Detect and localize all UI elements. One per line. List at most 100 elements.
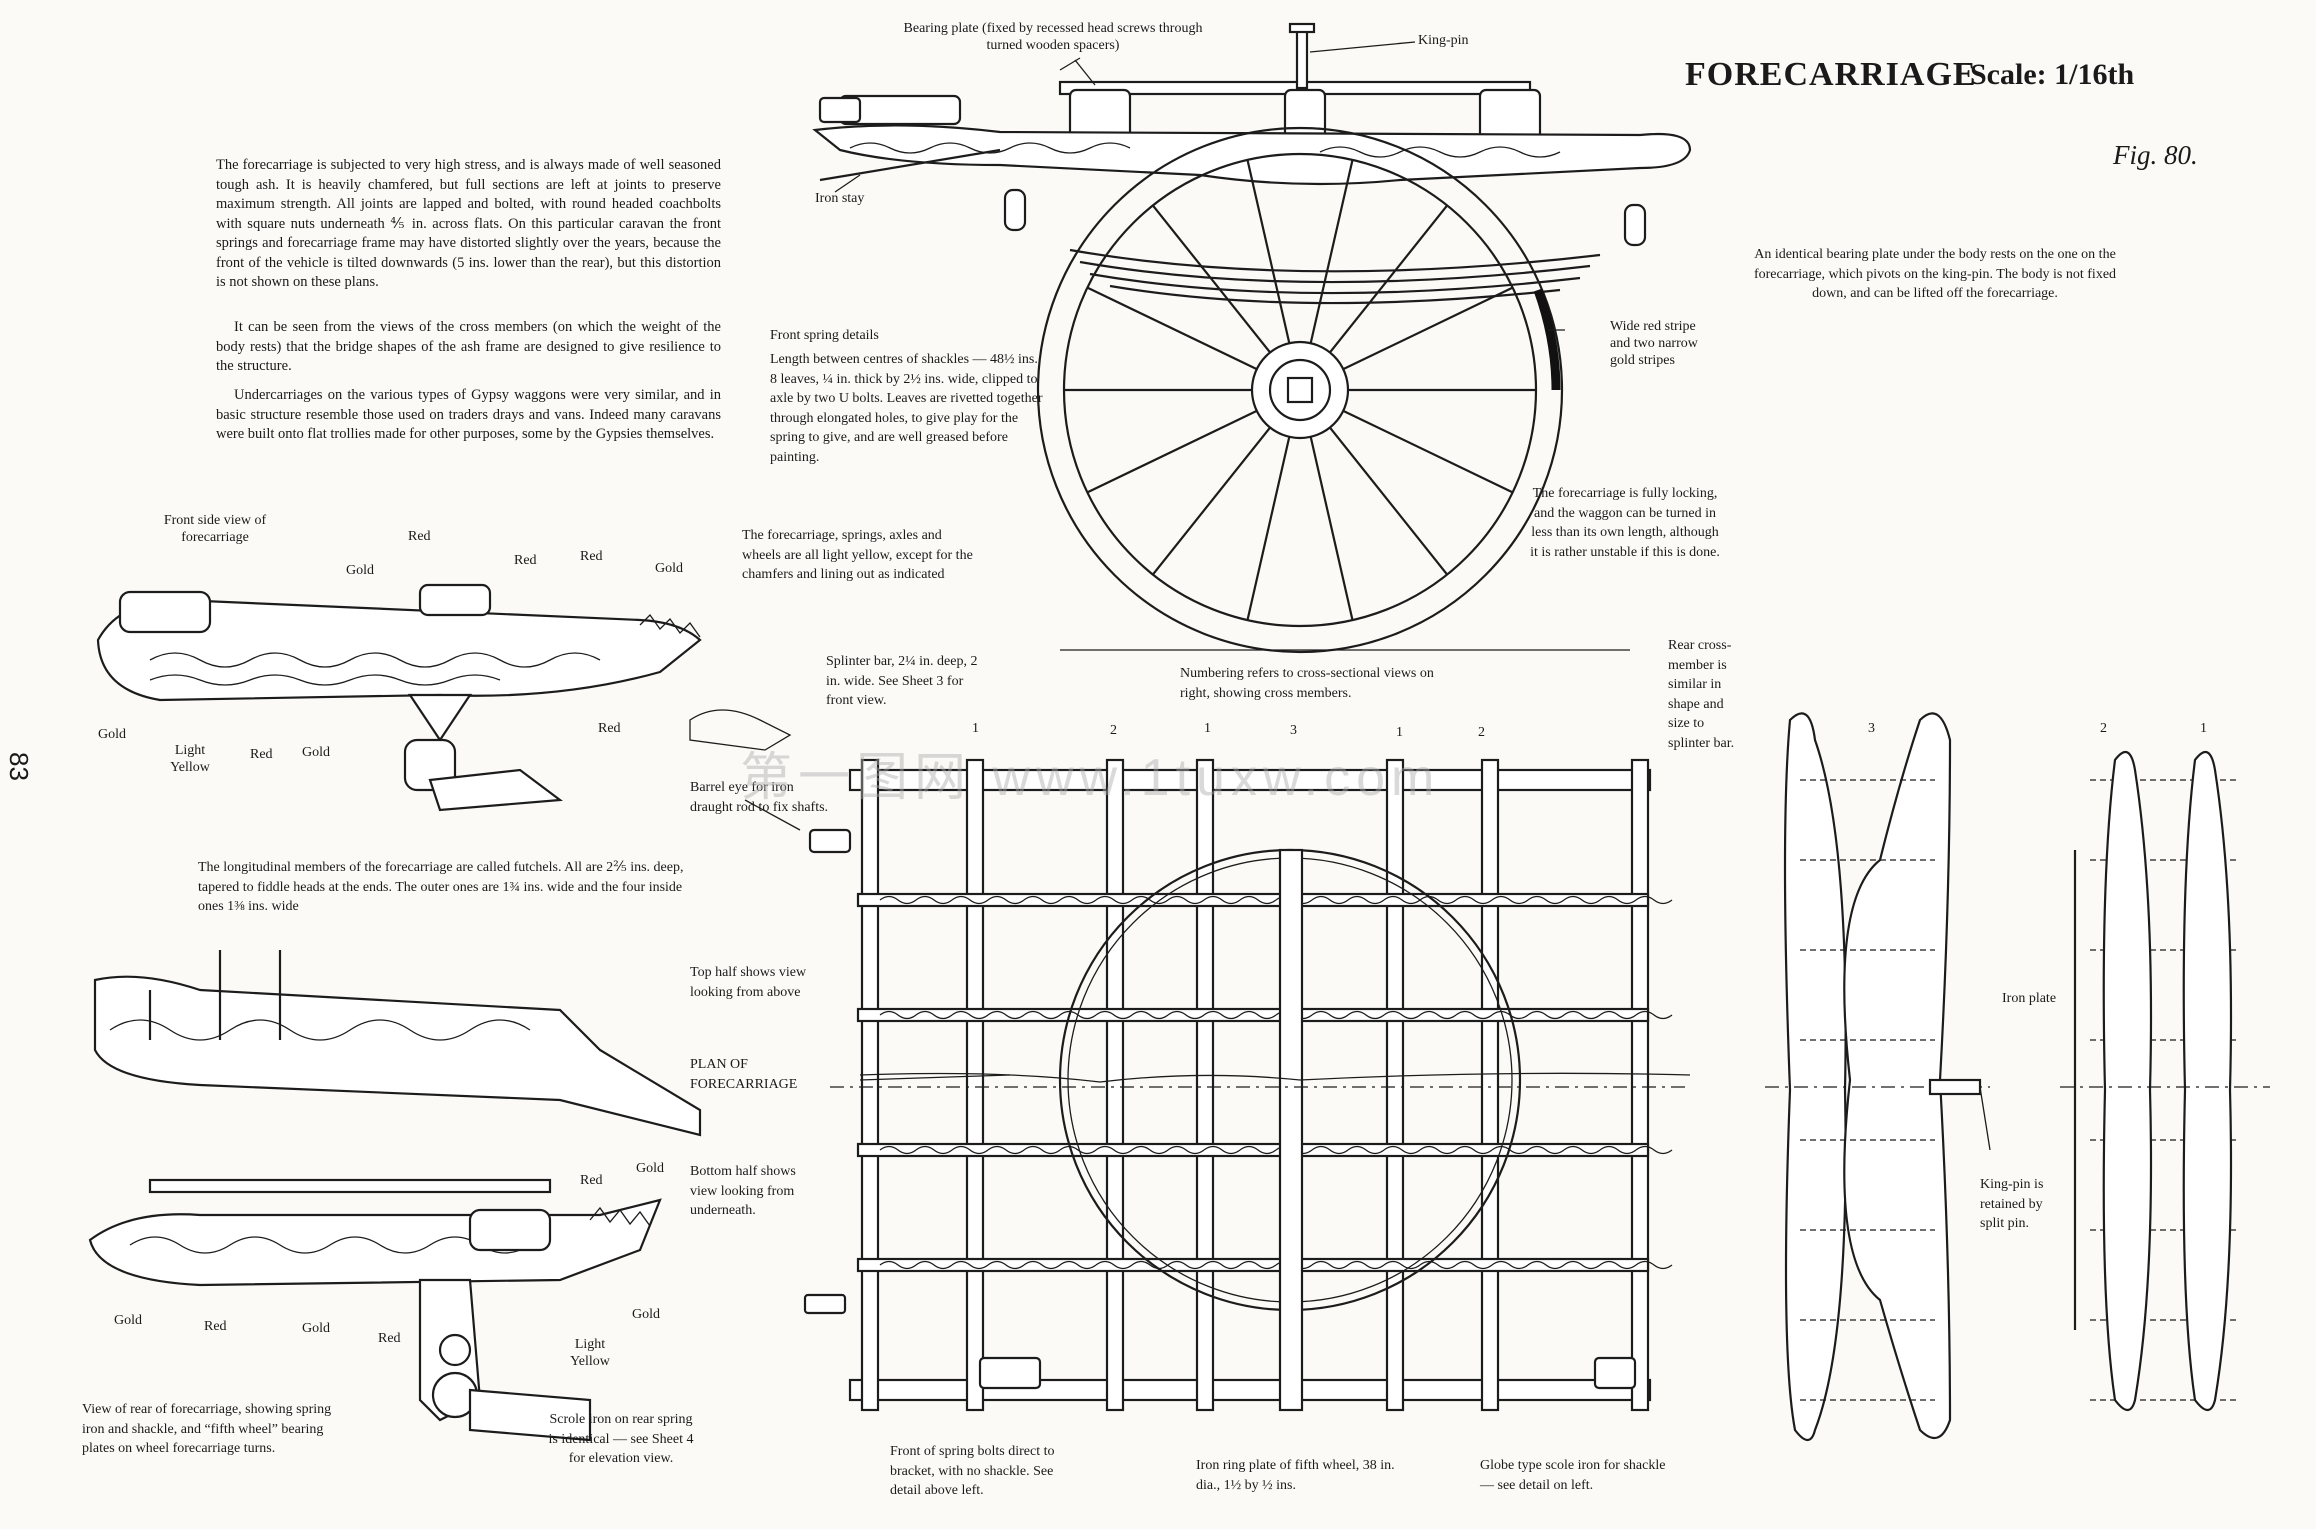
chamfer-mark xyxy=(1095,895,1133,905)
chamfer-mark xyxy=(1059,1145,1097,1155)
label-red-4: Red xyxy=(250,747,273,762)
scrole-iron-note: Scrole iron on rear spring is identical … xyxy=(548,1412,694,1466)
chamfer-mark xyxy=(1239,1145,1277,1155)
chamfer-mark xyxy=(1635,1145,1673,1155)
globe-scole-iron-note: Globe type scole iron for shackle — see … xyxy=(1480,1458,1666,1493)
intro-paragraph-1: The forecarriage is subjected to very hi… xyxy=(216,157,721,290)
chamfer-mark xyxy=(1491,895,1529,905)
chamfer-mark xyxy=(1131,1260,1169,1270)
chamfer-mark xyxy=(1419,1010,1457,1020)
chamfer-mark xyxy=(987,1145,1025,1155)
chamfer-mark xyxy=(1131,1010,1169,1020)
chamfer-mark xyxy=(879,895,917,905)
plan-number-3: 3 xyxy=(1290,723,1297,738)
chamfer-mark xyxy=(1347,895,1385,905)
chamfer-mark xyxy=(1635,1260,1673,1270)
iron-stay-label: Iron stay xyxy=(815,191,865,206)
chamfer-mark xyxy=(1203,1145,1241,1155)
rear-view-drawing xyxy=(88,950,702,1442)
chamfer-mark xyxy=(1347,1010,1385,1020)
chamfer-mark xyxy=(1203,895,1241,905)
front-spring-bolts-note: Front of spring bolts direct to bracket,… xyxy=(890,1444,1055,1498)
chamfer-mark xyxy=(1455,895,1493,905)
chamfer-mark xyxy=(1563,1260,1601,1270)
rear-label-gold-2: Gold xyxy=(114,1313,142,1328)
chamfer-mark xyxy=(1311,895,1349,905)
splinter-bar-label: Splinter bar, 2¼ in. deep, 2 in. wide. S… xyxy=(826,654,978,708)
chamfer-mark xyxy=(987,1010,1025,1020)
intro-paragraph-2: It can be seen from the views of the cro… xyxy=(216,319,721,374)
rear-view-caption: View of rear of forecarriage, showing sp… xyxy=(82,1402,332,1456)
chamfer-mark xyxy=(1383,1010,1421,1020)
futchels-note: The longitudinal members of the forecarr… xyxy=(198,860,684,914)
plan-number-1a: 1 xyxy=(972,721,979,736)
wheel-spoke xyxy=(1309,159,1354,344)
chamfer-mark xyxy=(1023,1010,1061,1020)
label-red-3: Red xyxy=(580,549,603,564)
chamfer-mark xyxy=(1167,895,1205,905)
plan-futchel xyxy=(965,758,985,1412)
chamfer-mark xyxy=(1419,895,1457,905)
chamfer-mark xyxy=(915,1010,953,1020)
chamfer-mark xyxy=(1311,1260,1349,1270)
numbering-note: Numbering refers to cross-sectional view… xyxy=(1180,666,1434,701)
top-half-label: Top half shows view looking from above xyxy=(690,965,807,1000)
iron-plate-label: Iron plate xyxy=(2002,991,2057,1006)
chamfer-mark xyxy=(1635,895,1673,905)
chamfer-mark xyxy=(1455,1260,1493,1270)
chamfer-mark xyxy=(1023,1260,1061,1270)
locking-note: The forecarriage is fully locking, and t… xyxy=(1530,486,1720,560)
plan-number-1b: 1 xyxy=(1204,721,1211,736)
chamfer-mark xyxy=(1023,1145,1061,1155)
wheel-spoke xyxy=(1329,426,1449,576)
wheel-spoke xyxy=(1342,409,1514,494)
chamfer-mark xyxy=(1023,895,1061,905)
chamfer-mark xyxy=(1527,895,1565,905)
chamfer-mark xyxy=(1527,1260,1565,1270)
king-pin-retained-note: King-pin is retained by split pin. xyxy=(1980,1177,2044,1231)
plan-drawing xyxy=(689,709,1691,1412)
wheel-spoke xyxy=(1151,426,1271,576)
chamfer-mark xyxy=(1167,1145,1205,1155)
chamfer-mark xyxy=(1347,1260,1385,1270)
chamfer-mark xyxy=(1311,1145,1349,1155)
chamfer-mark xyxy=(1167,1260,1205,1270)
plan-of-forecarriage-label: PLAN OF FORECARRIAGE xyxy=(690,1057,798,1092)
page-title: FORECARRIAGE xyxy=(1685,56,1977,93)
section-number-2: 2 xyxy=(2100,721,2107,736)
chamfer-mark xyxy=(1383,1260,1421,1270)
bottom-half-label: Bottom half shows view looking from unde… xyxy=(690,1164,796,1218)
chamfer-mark xyxy=(1419,1260,1457,1270)
chamfer-mark xyxy=(879,1260,917,1270)
wheel-spoke xyxy=(1086,409,1258,494)
plan-futchel xyxy=(1195,758,1215,1412)
chamfer-mark xyxy=(1599,895,1637,905)
red-stripe-label: Wide red stripe and two narrow gold stri… xyxy=(1610,319,1698,368)
rear-label-gold-4: Gold xyxy=(632,1307,660,1322)
barrel-eye-label: Barrel eye for iron draught rod to fix s… xyxy=(690,780,829,815)
section-number-3: 3 xyxy=(1868,721,1875,736)
chamfer-mark xyxy=(1239,1260,1277,1270)
plan-futchel xyxy=(860,758,880,1412)
wheel-spoke xyxy=(1329,204,1449,354)
plan-futchel xyxy=(1385,758,1405,1412)
plan-cross-member xyxy=(856,1142,1650,1158)
chamfer-mark xyxy=(1599,1260,1637,1270)
chamfer-mark xyxy=(1527,1010,1565,1020)
chamfer-mark xyxy=(1239,1010,1277,1020)
chamfer-mark xyxy=(915,1260,953,1270)
plan-cross-member xyxy=(856,1007,1650,1023)
figure-number: Fig. 80. xyxy=(2113,140,2198,170)
wheel-spoke xyxy=(1086,286,1258,371)
plan-number-1c: 1 xyxy=(1396,725,1403,740)
intro-paragraph-3: Undercarriages on the various types of G… xyxy=(216,387,721,442)
wheel-spoke xyxy=(1151,204,1271,354)
label-light-yellow-1: Light Yellow xyxy=(170,743,210,775)
plan-cross-member xyxy=(856,892,1650,908)
label-gold-2: Gold xyxy=(655,561,683,576)
chamfer-mark xyxy=(1563,895,1601,905)
watermark: 第一图网 www.1tuxw.com xyxy=(740,749,1441,807)
chamfer-mark xyxy=(951,1145,989,1155)
rear-label-light-yellow: Light Yellow xyxy=(570,1337,610,1369)
front-side-view-drawing xyxy=(96,583,702,812)
